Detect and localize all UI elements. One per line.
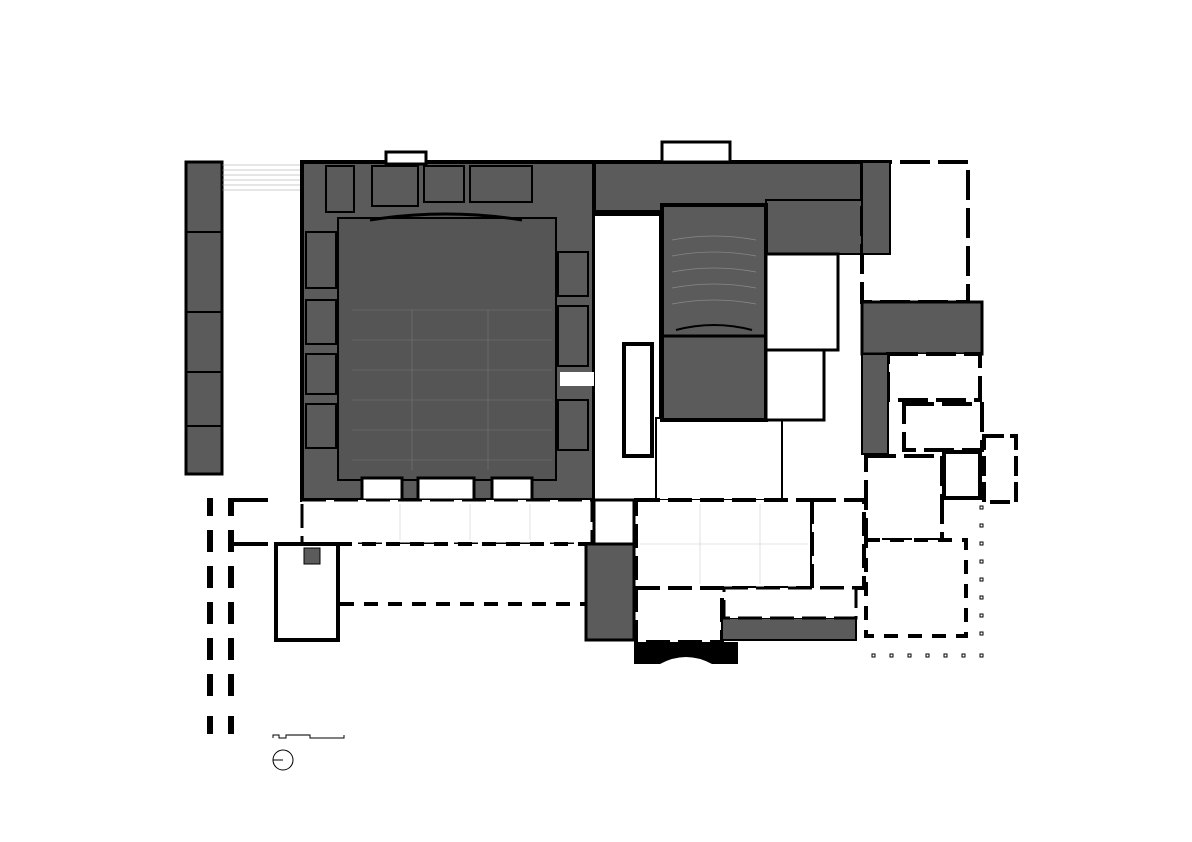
entrance-stairs: [222, 164, 302, 191]
colonnade-piers: [207, 498, 268, 734]
west-wing: [184, 160, 224, 476]
main-theatre-block: [300, 150, 596, 502]
south-west-annex: [274, 542, 340, 642]
portico-columns: [871, 505, 984, 658]
auditorium: [660, 203, 768, 422]
east-wing: [764, 160, 1018, 638]
north-arrow-icon: [272, 749, 294, 771]
south-galleries: [300, 498, 866, 664]
scale-bar: [272, 734, 345, 739]
central-foyer: [560, 214, 783, 501]
